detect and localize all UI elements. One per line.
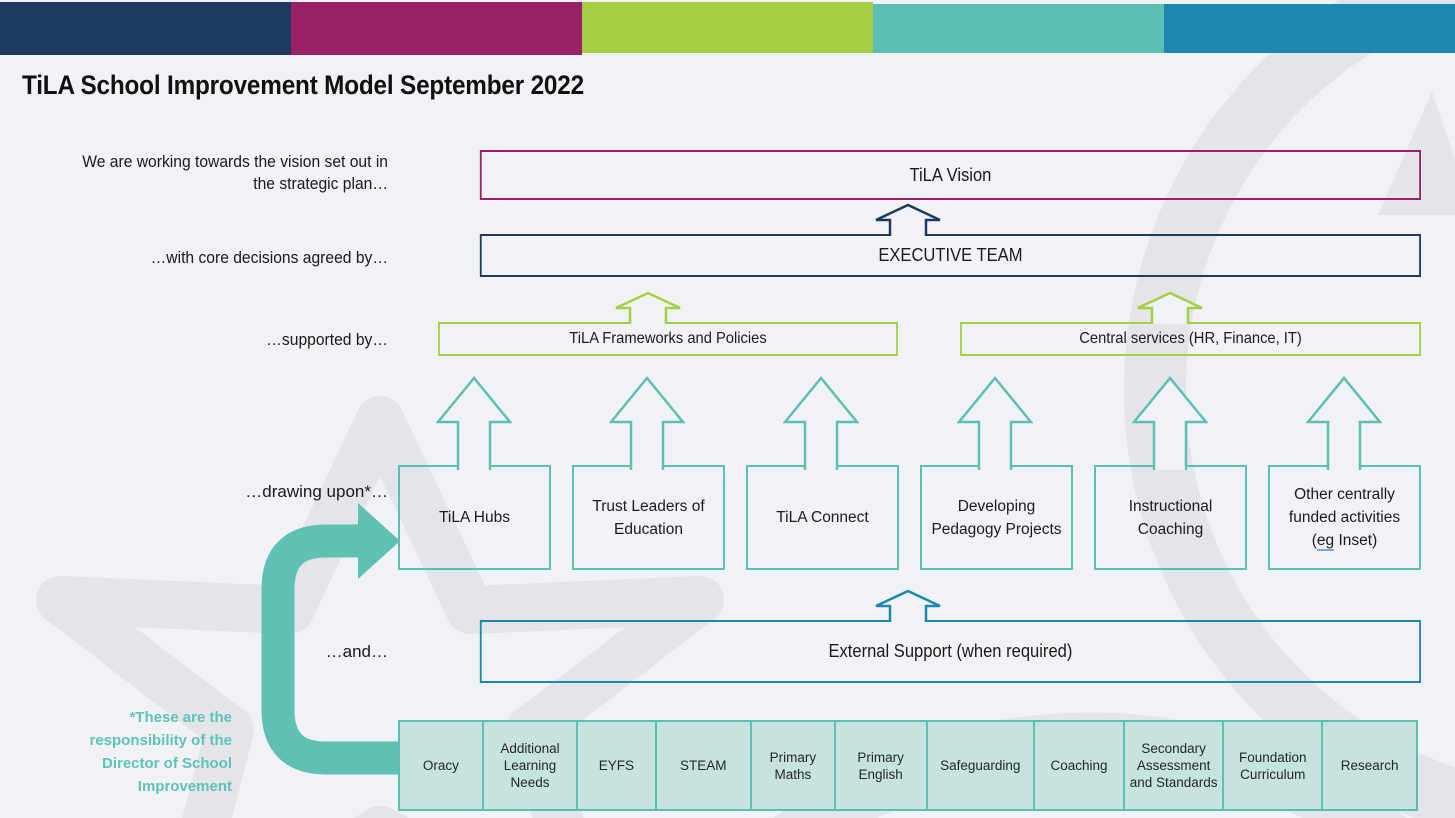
label-supported-by: …supported by… — [266, 330, 388, 349]
programme-box-label: Trust Leaders of Education — [592, 497, 705, 538]
up-arrow-programme — [1132, 376, 1208, 470]
box-tila-vision-label: TiLA Vision — [909, 164, 992, 185]
up-arrow-programme — [436, 376, 512, 470]
bar-segment-green — [582, 2, 873, 53]
up-arrow-programme — [1306, 376, 1382, 470]
spellcheck-underline: eg — [1316, 532, 1335, 551]
focus-area-cell: Foundation Curriculum — [1223, 721, 1323, 810]
label-vision-statement: We are working towards the vision set ou… — [82, 152, 388, 193]
up-arrow-programme — [609, 376, 685, 470]
box-central-services-label: Central services (HR, Finance, IT) — [1079, 330, 1302, 347]
box-external-support: External Support (when required) — [479, 620, 1421, 683]
curved-arrow-focus-to-programs — [261, 503, 400, 775]
box-central-services: Central services (HR, Finance, IT) — [960, 322, 1421, 356]
focus-area-cell: Research — [1322, 721, 1417, 810]
up-arrow-programme — [957, 376, 1033, 470]
programme-box: TiLA Hubs — [398, 465, 551, 570]
programme-box-label: Other centrally funded activities (eg In… — [1288, 486, 1401, 551]
bar-segment-teal — [873, 4, 1164, 53]
box-frameworks-policies-label: TiLA Frameworks and Policies — [569, 330, 767, 347]
up-arrow-frameworks-to-executive — [615, 291, 681, 324]
focus-area-cell: Primary Maths — [751, 721, 835, 810]
top-color-bar — [0, 0, 1455, 55]
programme-box-label: Instructional Coaching — [1128, 497, 1213, 538]
programme-box: Instructional Coaching — [1094, 465, 1247, 570]
up-arrow-external-support — [875, 589, 941, 622]
programme-boxes-row: TiLA Hubs Trust Leaders of Education TiLA … — [398, 465, 1421, 570]
label-core-decisions: …with core decisions agreed by… — [150, 248, 388, 267]
bar-segment-blue — [1164, 4, 1455, 53]
up-arrow-executive-to-vision — [875, 203, 941, 236]
box-external-support-label: External Support (when required) — [828, 641, 1073, 661]
focus-area-cell: STEAM — [655, 721, 752, 810]
label-and: …and… — [325, 642, 388, 661]
box-executive-team: EXECUTIVE TEAM — [479, 234, 1421, 277]
label-drawing-upon: …drawing upon*… — [245, 482, 388, 501]
box-executive-team-label: EXECUTIVE TEAM — [878, 245, 1023, 265]
bar-segment-magenta — [291, 2, 582, 55]
programme-box: TiLA Connect — [746, 465, 899, 570]
bar-segment-navy — [0, 2, 291, 55]
up-arrow-programme — [783, 376, 859, 470]
focus-area-cell: Coaching — [1033, 721, 1125, 810]
focus-area-cell: Safeguarding — [926, 721, 1034, 810]
box-tila-vision: TiLA Vision — [479, 150, 1421, 200]
programme-box-label: TiLA Connect — [776, 509, 869, 526]
box-frameworks-policies: TiLA Frameworks and Policies — [438, 322, 898, 356]
programme-box-label: Developing Pedagogy Projects — [931, 497, 1062, 538]
programme-box-label: TiLA Hubs — [439, 509, 510, 526]
up-arrow-central-to-executive — [1137, 291, 1203, 324]
programme-box: Trust Leaders of Education — [572, 465, 725, 570]
programme-box: Developing Pedagogy Projects — [920, 465, 1073, 570]
footnote-director-responsibility: *These are the responsibility of the Dir… — [89, 709, 232, 795]
focus-area-cell: Primary English — [834, 721, 927, 810]
focus-area-cell: EYFS — [577, 721, 656, 810]
programme-box: Other centrally funded activities (eg In… — [1268, 465, 1421, 570]
focus-area-cell: Secondary Assessment and Standards — [1124, 721, 1224, 810]
focus-area-cell: Oracy — [399, 721, 483, 810]
page-title: TiLA School Improvement Model September … — [22, 70, 584, 100]
focus-area-cell: Additional Learning Needs — [482, 721, 578, 810]
